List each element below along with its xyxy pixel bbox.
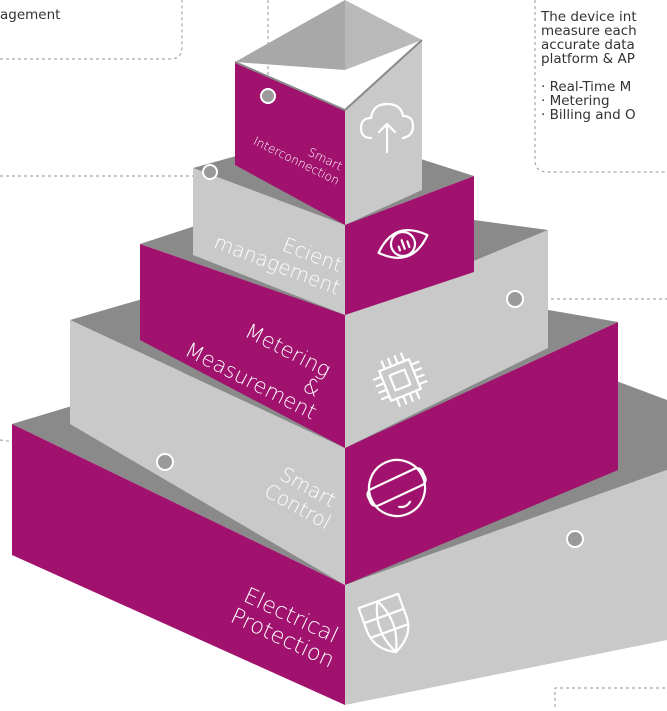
tier5-back-right: [345, 0, 422, 70]
tier3-right-face: [345, 230, 548, 448]
dot-tier5: [260, 88, 276, 104]
cloud-upload-icon: [359, 102, 415, 154]
head-outline: [367, 458, 427, 518]
tier5-front-face: [235, 62, 345, 225]
tier1-right-face: [345, 470, 667, 705]
note-line: The device int: [541, 9, 637, 25]
eye-chart-icon: [377, 229, 429, 259]
note-line: accurate data: [541, 37, 635, 53]
chip-body: [378, 358, 422, 402]
vr-headset-icon: [366, 458, 427, 518]
goggles: [366, 467, 427, 508]
mouth: [398, 500, 412, 509]
dot-tier4: [202, 164, 218, 180]
cloud-arrow: [377, 122, 397, 154]
note-bullet: · Real-Time M: [541, 79, 632, 95]
tier5-rim: [234, 61, 346, 111]
tier3-front-face: [140, 244, 345, 448]
tier1-front-face: [12, 424, 345, 705]
tier2-right-face: [345, 322, 618, 585]
chip-core: [388, 368, 412, 392]
dot-tier1: [566, 530, 584, 548]
eye-outline: [377, 229, 429, 259]
cloud-outline: [359, 102, 415, 140]
note-line: measure each: [541, 23, 637, 39]
note-top-left: agement: [0, 8, 60, 22]
leader-bottom-right: [554, 687, 667, 707]
tier5-right-face: [345, 40, 422, 225]
eye-bars: [397, 239, 411, 252]
globe-lines: [363, 600, 409, 654]
tier5-back-left: [235, 0, 345, 70]
note-line: platform & AP: [541, 51, 635, 67]
tier2-front-face: [70, 320, 345, 585]
note-bullet: · Billing and O: [541, 107, 636, 123]
chip-pins: [372, 352, 428, 408]
shield-globe-icon: [357, 592, 410, 654]
note-top-left-text: agement: [0, 7, 61, 23]
tier5-rim: [344, 39, 423, 111]
dot-tier3: [506, 290, 524, 308]
note-bullet: · Metering: [541, 93, 610, 109]
leader-top-left: [0, 0, 183, 60]
leader-top-right: [534, 0, 667, 173]
tier4-front-face: [193, 168, 345, 315]
chip-icon: [372, 352, 428, 408]
connector-dots: [156, 88, 584, 548]
eye-iris: [389, 230, 417, 258]
note-top-right: The device int measure each accurate dat…: [541, 10, 637, 122]
dot-tier2: [156, 453, 174, 471]
tier-interconnection: [234, 0, 423, 225]
